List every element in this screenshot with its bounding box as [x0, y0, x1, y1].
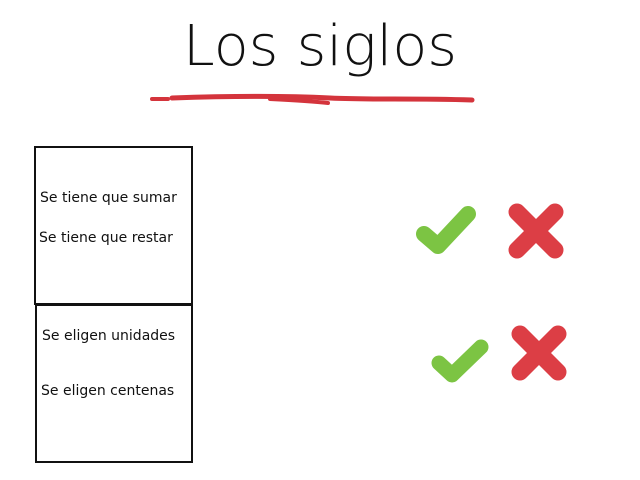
cross-icon[interactable] [508, 322, 570, 384]
option-sumar[interactable]: Se tiene que sumar [40, 190, 177, 206]
option-centenas[interactable]: Se eligen centenas [41, 383, 175, 399]
option-restar[interactable]: Se tiene que restar [39, 230, 173, 246]
page-title: Los siglos [182, 14, 458, 79]
cross-icon[interactable] [505, 200, 567, 262]
title-underline [150, 94, 475, 105]
answer-box-1: Se tiene que sumar Se tiene que restar [34, 146, 193, 305]
check-icon[interactable] [430, 335, 492, 385]
check-icon[interactable] [414, 204, 480, 256]
answer-box-2: Se eligen unidades Se eligen centenas [35, 304, 193, 463]
option-unidades[interactable]: Se eligen unidades [42, 328, 176, 344]
